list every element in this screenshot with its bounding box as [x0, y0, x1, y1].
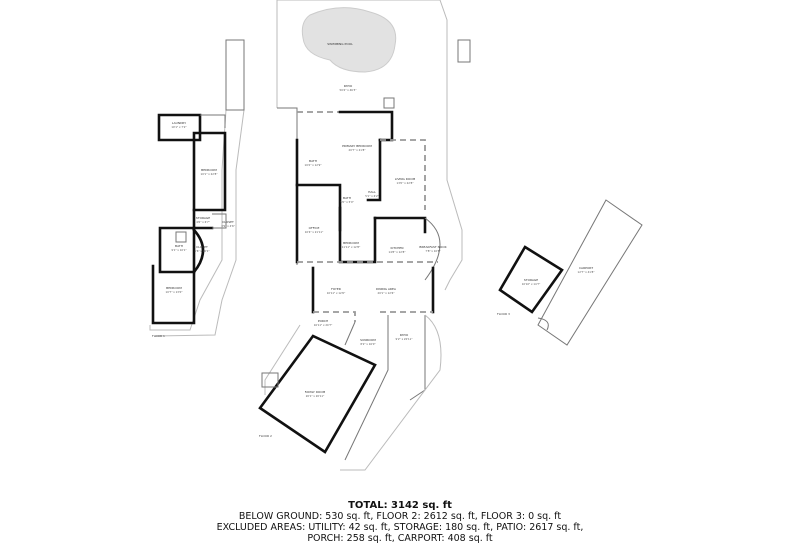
room-label: BATH	[175, 244, 183, 248]
room-dimensions: 13'0" x 22'8"	[397, 181, 414, 185]
room-dimensions: 3'9" x 4'6"	[221, 224, 235, 228]
floor-3-labels: STORAGE 10'10" x 14'7" CARPORT 12'7" x 4…	[497, 266, 594, 316]
room-label: LAUNDRY	[172, 121, 186, 125]
room-dimensions: 16'11" x 20'7"	[314, 323, 333, 327]
room-label: BATH	[309, 159, 317, 163]
room-dimensions: 50'4" x 46'3"	[340, 88, 357, 92]
floor-1-labels: LAUNDRY 10'1" x 7'2" BEDROOM 10'1" x 22'…	[152, 121, 235, 338]
room-label: FOYER	[331, 287, 341, 291]
floor-2-plan	[258, 0, 471, 471]
room-dimensions: 10'7" x 13'0"	[166, 290, 183, 294]
floor-label: FLOOR 3	[497, 312, 510, 316]
room-dimensions: 12'7" x 41'8"	[578, 270, 595, 274]
room-dimensions: 9'2" x 20'11"	[396, 337, 413, 341]
room-dimensions: 10'10" x 14'7"	[522, 282, 541, 286]
room-label: DINING AREA	[376, 287, 397, 291]
room-dimensions: 20'7" x 21'8"	[349, 148, 366, 152]
room-dimensions: 10'1" x 22'8"	[201, 172, 218, 176]
room-label: BEDROOM	[166, 286, 182, 290]
summary-line-2: EXCLUDED AREAS: UTILITY: 42 sq. ft, STOR…	[216, 522, 584, 533]
room-label: PRIMARY BEDROOM	[342, 144, 372, 148]
room-label: STORAGE	[524, 278, 538, 282]
room-label: SWIMMING POOL	[327, 42, 353, 46]
total-area: TOTAL: 3142 sq. ft	[348, 500, 452, 511]
floor-3-plan	[498, 199, 643, 346]
room-dimensions: 10'11" x 12'6"	[327, 291, 346, 295]
room-label: PORCH	[318, 319, 328, 323]
room-dimensions: 5'1" x 6'2"	[365, 194, 379, 198]
room-label: LIVING ROOM	[395, 177, 416, 181]
room-label: STORAGE	[196, 216, 210, 220]
room-label: CLOSET	[196, 245, 208, 249]
room-label: BREAKFAST NOOK	[419, 245, 447, 249]
room-label: BEDROOM	[201, 168, 217, 172]
room-label: HALL	[368, 190, 376, 194]
floor-label: FLOOR 1	[152, 334, 165, 338]
room-dimensions: 14'8" x 12'8"	[389, 250, 406, 254]
room-dimensions: 20'1" x 20'11"	[306, 394, 325, 398]
room-label: KITCHEN	[391, 246, 404, 250]
room-dimensions: 10'2" x 12'9"	[305, 163, 322, 167]
room-label: BATH	[343, 196, 351, 200]
room-dimensions: 10'4" x 21'11"	[305, 230, 324, 234]
room-dimensions: 20'1" x 12'6"	[378, 291, 395, 295]
room-dimensions: 5'0" x 5'0"	[340, 200, 354, 204]
room-label: PATIO	[400, 333, 409, 337]
room-dimensions: 4'6" x 10'1"	[194, 249, 209, 253]
summary-line-1: BELOW GROUND: 530 sq. ft, FLOOR 2: 2612 …	[238, 511, 562, 522]
room-dimensions: 10'1" x 7'2"	[171, 125, 186, 129]
summary-line-3: PORCH: 258 sq. ft, CARPORT: 408 sq. ft	[307, 533, 493, 544]
room-label: BEDROOM	[343, 241, 359, 245]
room-dimensions: 7'8" x 10'8"	[425, 249, 440, 253]
area-summary: TOTAL: 3142 sq. ft BELOW GROUND: 530 sq.…	[0, 500, 800, 544]
floor-plan: LAUNDRY 10'1" x 7'2" BEDROOM 10'1" x 22'…	[149, 0, 643, 471]
room-label: OFFICE	[309, 226, 320, 230]
room-dimensions: 8'2" x 16'0"	[360, 342, 375, 346]
floor-1-plan	[149, 39, 245, 337]
room-label: CLOSET	[222, 220, 234, 224]
room-label: FAMILY ROOM	[305, 390, 326, 394]
room-label: CARPORT	[579, 266, 593, 270]
room-label: PATIO	[344, 84, 353, 88]
room-dimensions: 11'11" x 12'8"	[342, 245, 361, 249]
room-dimensions: 9'1" x 10'1"	[171, 248, 186, 252]
floor-2-labels: SWIMMING POOL PATIO 50'4" x 46'3" PRIMAR…	[259, 42, 448, 438]
room-label: SUNROOM	[360, 338, 376, 342]
floor-label: FLOOR 2	[259, 434, 272, 438]
room-dimensions: 4'6" x 6'7"	[196, 220, 210, 224]
